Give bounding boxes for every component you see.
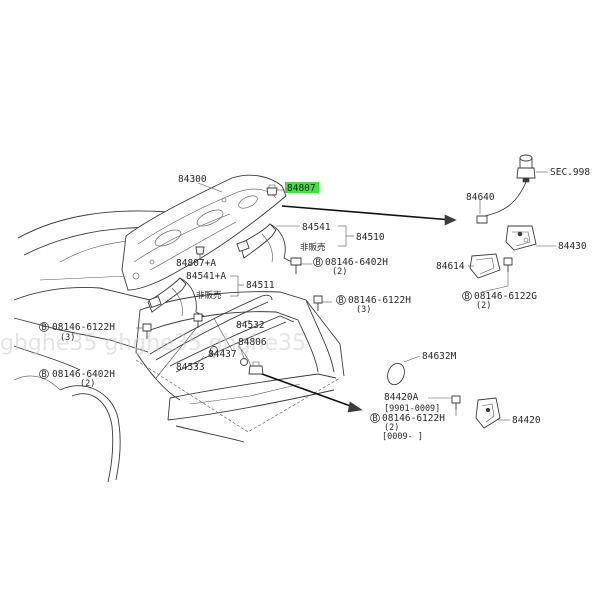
svg-text:B: B (339, 296, 344, 306)
striker-84420 (475, 397, 501, 429)
clip-84807 (266, 184, 278, 196)
svg-text:B: B (42, 323, 47, 333)
bolt-callout-6122g: B 08146-6122G (2) (462, 291, 537, 311)
bolt-callout-6122h-right: B 08146-6122H (2) (370, 413, 445, 433)
trunk-hinge-left (147, 277, 205, 317)
callout-arrows (261, 205, 457, 413)
label-84541: 84541 (302, 222, 331, 233)
bolt-callout-6402h-left: B 08146-6402H (2) (39, 369, 115, 389)
svg-text:B: B (465, 292, 470, 302)
clip-84437 (210, 346, 218, 358)
bolt-6122g (503, 257, 513, 272)
label-84420a-range: [9901-0009] (384, 404, 440, 414)
label-08146-6122h-mid-qty: (3) (356, 305, 371, 315)
striker-84420-mount (248, 361, 264, 375)
bolt-left-6122 (142, 323, 152, 339)
label-84541a: 84541+A (186, 271, 226, 282)
label-84632m: 84632M (422, 351, 457, 362)
bolt-mid-6122 (313, 295, 323, 311)
label-84510: 84510 (356, 232, 385, 243)
label-08146-6122h-mid: 08146-6122H (348, 295, 411, 306)
fasteners (142, 184, 323, 375)
cover-84614 (469, 253, 501, 279)
grommet-84632m (387, 362, 405, 386)
leader-lines (136, 171, 556, 421)
bolt-callout-6122h-mid: B 08146-6122H (3) (336, 295, 411, 315)
cable-end (476, 215, 488, 224)
label-08146-6122g: 08146-6122G (474, 291, 537, 302)
svg-text:B: B (373, 414, 378, 424)
bolt-84420a (451, 395, 461, 410)
label-84533: 84533 (176, 362, 205, 373)
label-84420a-range2: [0009- ] (382, 432, 423, 442)
label-84430: 84430 (558, 241, 587, 252)
label-84511: 84511 (246, 280, 275, 291)
label-sec998: SEC.998 (550, 167, 590, 178)
label-08146-6122h-right-qty: (2) (384, 423, 399, 433)
trunk-lid (121, 174, 287, 291)
label-84807: 84807 (287, 183, 316, 194)
latch-84430 (505, 225, 537, 251)
label-84420: 84420 (512, 415, 541, 426)
watermark-text: ghghe35 ghghe35 ghghe35 (0, 331, 306, 356)
label-hihanbai-2: 非販売 (196, 290, 222, 301)
label-84300: 84300 (178, 174, 207, 185)
clip-84806 (240, 358, 248, 366)
bolt-top-6402 (290, 257, 302, 274)
label-84420a: 84420A (384, 392, 419, 403)
label-08146-6122h-right: 08146-6122H (382, 413, 445, 424)
bolt-prefix: B (316, 258, 321, 268)
label-08146-6122h-left: 08146-6122H (52, 322, 115, 333)
label-84807a: 84807+A (176, 258, 216, 269)
lock-cylinder (516, 154, 536, 183)
bolt-callout-6122h-left: B 08146-6122H (3) (39, 322, 115, 343)
trunk-hinge-right (236, 223, 293, 263)
label-08146-6122h-left-qty: (3) (60, 333, 75, 343)
label-08146-6122g-qty: (2) (476, 301, 491, 311)
label-08146-6402h-left-qty: (2) (80, 379, 95, 389)
bolt-callout-6402h-top: B 08146-6402H (2) (313, 257, 388, 277)
label-hihanbai-1: 非販売 (300, 242, 326, 253)
car-body-outline (13, 210, 345, 483)
svg-text:B: B (42, 370, 47, 380)
label-84437: 84437 (208, 349, 237, 360)
label-84806: 84806 (238, 337, 267, 348)
torsion-rods (149, 294, 295, 373)
bolt-lower-6402 (193, 313, 203, 328)
highlight-84807 (285, 182, 319, 193)
label-84532: 84532 (236, 320, 265, 331)
label-08146-6402h-top-qty: (2) (332, 267, 347, 277)
label-84640: 84640 (466, 192, 495, 203)
label-08146-6402h-left: 08146-6402H (52, 369, 115, 380)
label-08146-6402h-top: 08146-6402H (325, 257, 388, 268)
label-84614: 84614 (436, 261, 465, 272)
part-labels: 84300 84807 84541 84510 非販売 B 08146-6402… (39, 167, 590, 442)
